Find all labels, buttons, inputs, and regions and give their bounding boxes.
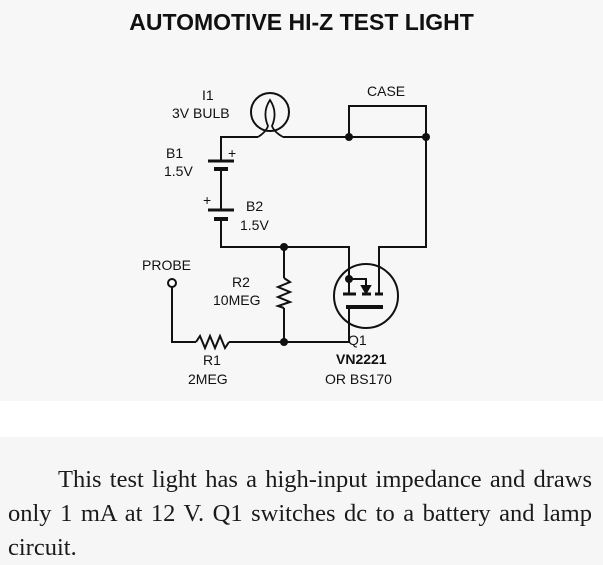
mosfet-q1-icon xyxy=(333,263,399,329)
diagram-title: AUTOMOTIVE HI-Z TEST LIGHT xyxy=(129,9,474,35)
wires xyxy=(171,105,427,343)
junction-dot xyxy=(345,133,353,141)
battery-b1-icon xyxy=(208,159,234,171)
label-b2: B2 xyxy=(246,198,263,214)
label-i1: I1 xyxy=(202,87,214,103)
diagram-area xyxy=(0,0,603,401)
wire-gate xyxy=(229,307,350,343)
schematic: I1 3V BULB CASE B1 1.5V + + B2 1.5V PROB… xyxy=(142,83,430,387)
label-b1: B1 xyxy=(166,145,183,161)
label-q1-part: VN2221 xyxy=(336,351,387,367)
label-b2-plus: + xyxy=(203,192,211,208)
resistor-r1-icon xyxy=(195,333,230,351)
label-r1-value: 2MEG xyxy=(188,371,228,387)
label-b1-value: 1.5V xyxy=(164,163,193,179)
label-bulb: 3V BULB xyxy=(172,105,230,121)
label-r2-value: 10MEG xyxy=(213,292,260,308)
junction-dot xyxy=(280,243,288,251)
battery-b2-icon xyxy=(208,208,234,221)
separator xyxy=(0,401,603,437)
bulb-icon xyxy=(250,92,290,138)
junction-dot xyxy=(280,338,288,346)
label-case: CASE xyxy=(367,83,405,99)
label-b2-value: 1.5V xyxy=(240,217,269,233)
label-b1-plus: + xyxy=(228,145,236,161)
wire-probe xyxy=(171,287,196,343)
resistor-r2-icon xyxy=(274,277,293,309)
label-q1: Q1 xyxy=(348,332,367,348)
junctions xyxy=(280,133,430,346)
junction-dot xyxy=(422,133,430,141)
label-r2: R2 xyxy=(232,274,250,290)
label-probe: PROBE xyxy=(142,257,191,273)
caption-area xyxy=(0,437,603,565)
label-q1-alt: OR BS170 xyxy=(325,371,392,387)
label-r1: R1 xyxy=(203,352,221,368)
caption-text: This test light has a high-input impedan… xyxy=(8,466,592,561)
wire-case-drain xyxy=(348,105,427,293)
wire-b1-bulb xyxy=(220,136,258,161)
probe-terminal-icon xyxy=(167,278,177,288)
